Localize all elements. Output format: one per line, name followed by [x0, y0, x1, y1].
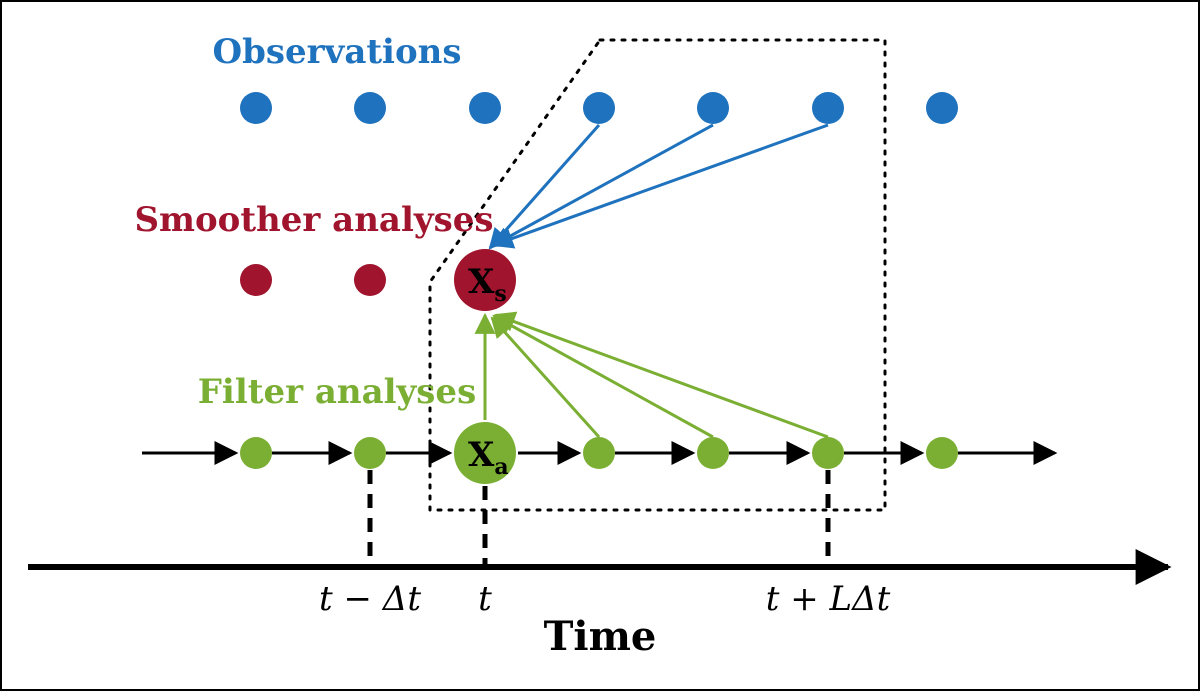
obs-arrow — [488, 124, 601, 250]
tick-label-t: t — [478, 579, 492, 619]
obs-arrow — [490, 123, 714, 248]
xs-node-sub: s — [494, 281, 506, 307]
filter-arrow — [492, 314, 714, 439]
observations-label: Observations — [212, 32, 461, 72]
xa-node-main: X — [468, 435, 495, 475]
filter-node-xa — [454, 422, 516, 484]
obs-arrow — [492, 123, 829, 249]
observation-point — [697, 92, 729, 124]
filter-row: Xa — [240, 422, 958, 484]
smoother-label: Smoother analyses — [134, 200, 493, 240]
filter-to-smoother-arrows — [474, 311, 829, 439]
tick-label-t-minus: t − Δt — [319, 579, 421, 619]
tick-label-t-plus: t + LΔt — [766, 579, 891, 619]
filter-point — [583, 437, 615, 469]
xs-node-label: Xs — [468, 262, 507, 307]
observation-point — [926, 92, 958, 124]
time-drop-lines — [367, 470, 831, 567]
filter-label: Filter analyses — [198, 372, 476, 412]
filter-arrow — [490, 316, 601, 439]
smoother-point — [354, 264, 386, 296]
xa-node-label: Xa — [468, 435, 509, 480]
observation-point — [240, 92, 272, 124]
xs-node-main: X — [468, 262, 495, 302]
smoother-row: Xs — [240, 249, 516, 311]
filter-point — [354, 437, 386, 469]
observation-point — [354, 92, 386, 124]
xa-node-sub: a — [494, 454, 508, 480]
filter-arrow — [494, 311, 829, 439]
observations-row — [240, 92, 958, 124]
observation-point — [469, 92, 501, 124]
observation-to-smoother-arrows — [488, 123, 829, 250]
filter-point — [697, 437, 729, 469]
filter-point — [240, 437, 272, 469]
filter-point — [926, 437, 958, 469]
smoother-node-xs — [454, 249, 516, 311]
filter-point — [812, 437, 844, 469]
smoother-point — [240, 264, 272, 296]
lag-window-outline — [428, 38, 887, 512]
observation-point — [583, 92, 615, 124]
time-axis-title: Time — [544, 613, 657, 660]
observation-point — [812, 92, 844, 124]
